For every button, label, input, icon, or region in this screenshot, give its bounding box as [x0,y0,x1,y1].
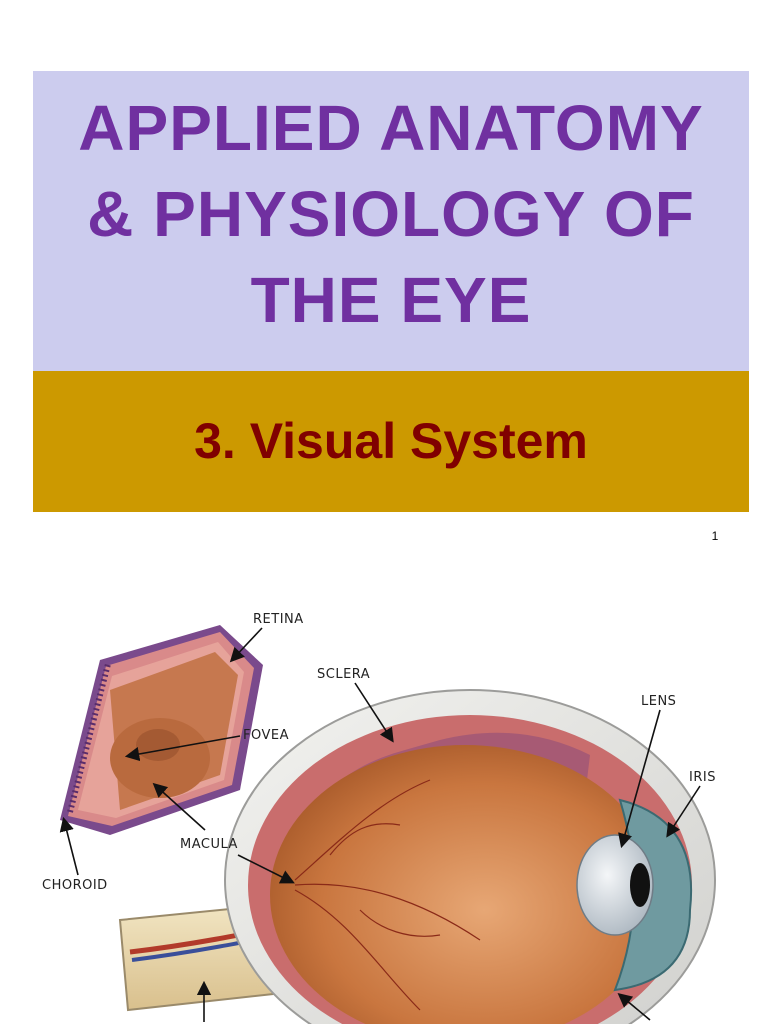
page-number: 1 [711,529,719,543]
eyeball [224,689,716,1024]
title-line-2: & PHYSIOLOGY OF [87,178,695,250]
label-fovea: FOVEA [243,728,289,743]
iris-lens-assembly [576,798,693,992]
title-line-3: THE EYE [250,264,532,336]
label-retina: RETINA [253,612,304,627]
label-sclera: SCLERA [317,667,370,682]
subtitle-banner: 3. Visual System [33,371,749,512]
label-iris: IRIS [689,770,716,785]
retina-cross-section [60,625,263,835]
page-subtitle: 3. Visual System [194,413,588,469]
label-macula: MACULA [180,837,238,852]
title-line-1: APPLIED ANATOMY [78,92,704,164]
eye-anatomy-diagram: RETINA SCLERA LENS IRIS FOVEA MACULA CHO… [42,612,716,1024]
title-slide: APPLIED ANATOMY & PHYSIOLOGY OF THE EYE … [33,71,749,543]
label-lens: LENS [641,694,676,709]
label-choroid: CHOROID [42,878,108,893]
page-title: APPLIED ANATOMY & PHYSIOLOGY OF THE EYE [33,85,749,343]
title-banner: APPLIED ANATOMY & PHYSIOLOGY OF THE EYE [33,71,749,371]
retinal-vessels [294,779,481,1011]
label-arrows [59,627,701,1022]
